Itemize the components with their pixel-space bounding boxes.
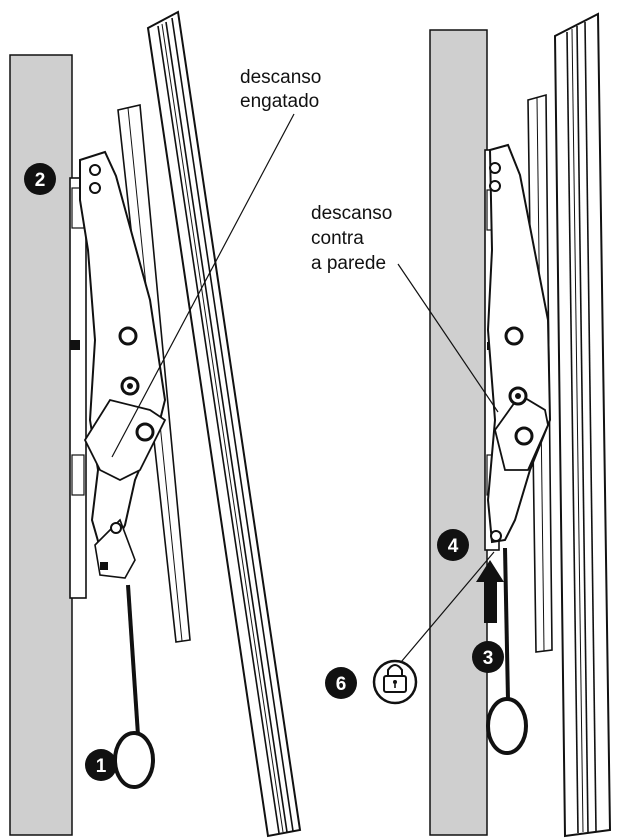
step-2-badge: 2 [24,163,56,195]
left-mount-bracket [79,150,167,579]
padlock-icon [372,659,418,705]
step-4-badge: 4 [437,529,469,561]
svg-text:1: 1 [96,756,107,777]
wall-rest-label-line3: a parede [311,253,386,274]
pull-ring-icon[interactable] [113,731,155,789]
wall-rest-label-line2: contra [311,228,364,249]
engaged-rest-label-line2: engatado [240,91,319,112]
wall-rest-label-line1: descanso [311,203,392,224]
left-wall-plate [69,177,87,599]
lock-leader [395,551,495,669]
pull-ring-icon[interactable] [486,697,528,755]
step-6-badge: 6 [325,667,357,699]
svg-text:3: 3 [483,648,494,669]
left-panel: descanso engatado 2 1 [9,10,321,838]
right-panel: descanso contra a parede 4 3 6 [311,12,612,838]
right-wall [429,29,488,836]
wall-rest-leader [397,263,499,413]
right-mount-bracket [486,143,552,544]
step-3-badge: 3 [472,641,504,673]
up-arrow-icon [476,560,504,623]
svg-text:4: 4 [448,536,459,557]
left-pull-cord[interactable] [113,584,155,789]
right-pull-cord[interactable] [486,547,528,755]
engaged-rest-leader [111,113,295,458]
svg-text:2: 2 [35,170,46,191]
svg-text:6: 6 [336,674,347,695]
engaged-rest-label-line1: descanso [240,67,321,88]
step-1-badge: 1 [85,749,117,781]
